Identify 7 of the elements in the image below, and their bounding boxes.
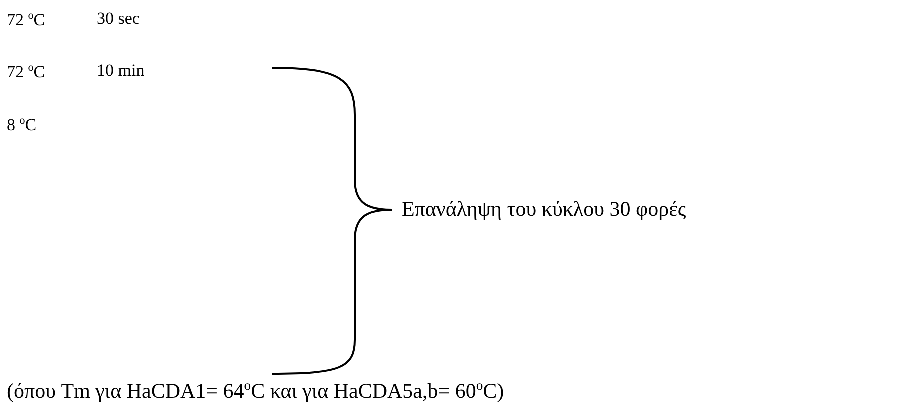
temperature-label: 72 $^{o}$C [7, 10, 46, 30]
duration-label: 10 min [97, 62, 145, 81]
temperature-label: 72 $^{o}$C [7, 62, 46, 82]
brace-note: Επανάληψη του κύκλου 30 φορές [402, 198, 686, 222]
footnote: (όπου Tm για HaCDA1= 64$^{o}$C και για HaCDA5a,b= 60$^{o}$C) [7, 378, 504, 404]
temperature-label: 8 $^{o}$C [7, 115, 37, 136]
duration-label: 30 sec [97, 10, 140, 29]
